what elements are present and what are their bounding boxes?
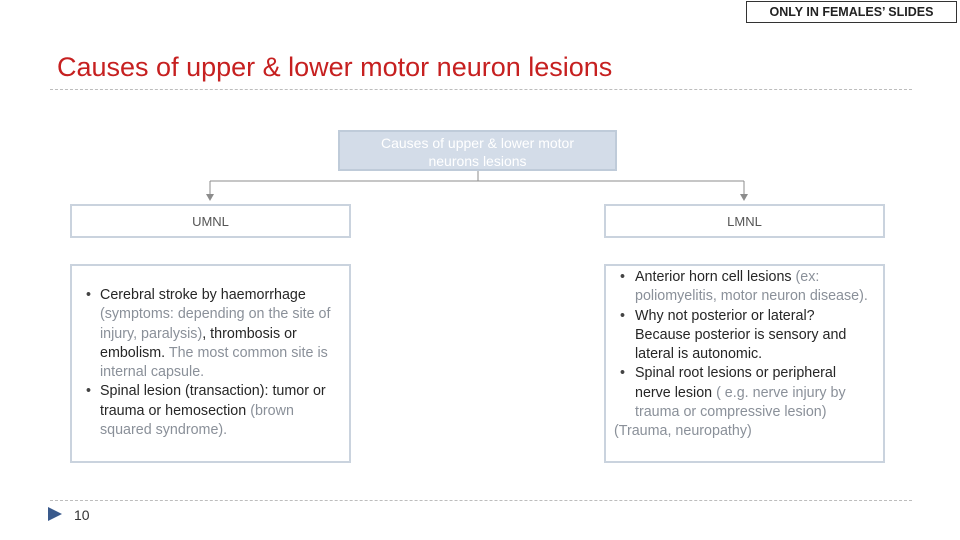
- top-divider: [50, 89, 912, 90]
- umnl-label: UMNL: [192, 213, 229, 229]
- lmnl-bullet-list: Anterior horn cell lesions (ex: poliomye…: [606, 268, 873, 422]
- lmnl-label: LMNL: [727, 213, 762, 229]
- list-item: Why not posterior or lateral? Because po…: [606, 307, 873, 365]
- umnl-content-box: Cerebral stroke by haemorrhage (symptoms…: [70, 264, 351, 463]
- arrow-down-icon: [206, 194, 214, 201]
- slide-title: Causes of upper & lower motor neuron les…: [57, 52, 613, 82]
- root-node-line-1: Causes of upper & lower motor: [381, 135, 574, 151]
- list-item: Spinal root lesions or peripheral nerve …: [606, 364, 873, 422]
- page-number: 10: [74, 507, 90, 523]
- lmnl-trailing-note: (Trauma, neuropathy): [614, 423, 752, 440]
- umnl-label-box: UMNL: [70, 204, 351, 238]
- females-only-tag: ONLY IN FEMALES’ SLIDES: [746, 1, 957, 23]
- root-node: Causes of upper & lower motor neurons le…: [338, 130, 617, 171]
- lmnl-label-box: LMNL: [604, 204, 885, 238]
- lmnl-content-box: Anterior horn cell lesions (ex: poliomye…: [604, 264, 885, 463]
- list-item: Anterior horn cell lesions (ex: poliomye…: [606, 268, 873, 307]
- slide-marker-icon: [48, 507, 62, 521]
- root-node-line-2: neurons lesions: [428, 153, 527, 169]
- list-item: Spinal lesion (transaction): tumor or tr…: [74, 382, 339, 440]
- umnl-bullet-list: Cerebral stroke by haemorrhage (symptoms…: [74, 286, 339, 440]
- arrow-down-icon: [740, 194, 748, 201]
- list-item: Cerebral stroke by haemorrhage (symptoms…: [74, 286, 339, 382]
- bottom-divider: [50, 500, 912, 501]
